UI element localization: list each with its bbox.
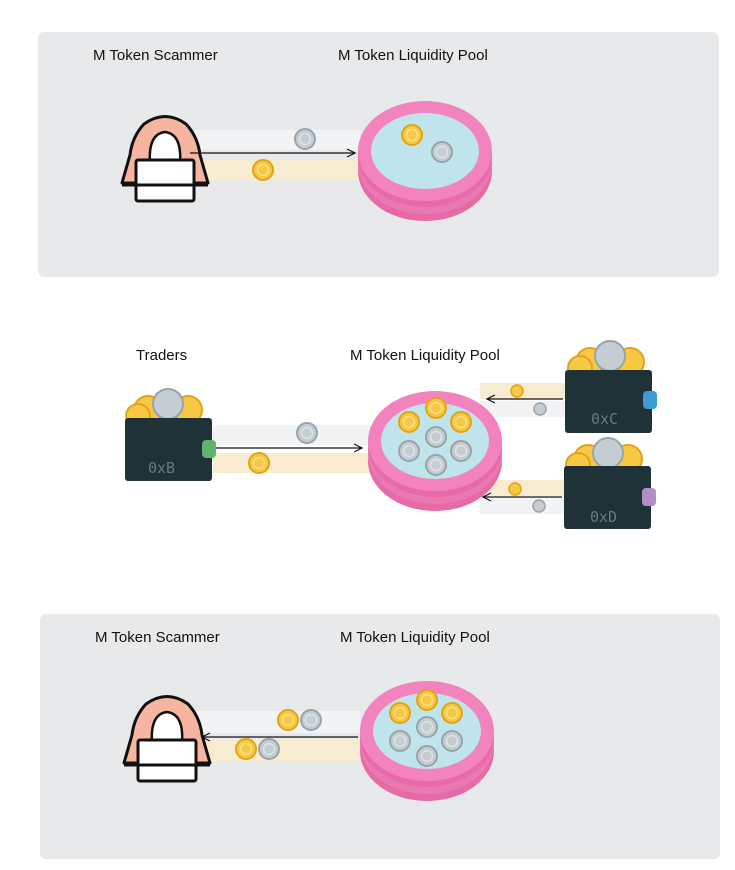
wallet-0xc: 0xC	[565, 340, 657, 433]
scene-3-pool-label: M Token Liquidity Pool	[340, 629, 490, 646]
scene-3-scammer-label: M Token Scammer	[95, 629, 220, 646]
scene-2-coin-silver-left	[296, 422, 318, 444]
scene-2-channel-top-right	[480, 383, 570, 417]
scene-2-channel-bottom-right	[480, 480, 570, 514]
scene-2-coin-gold-left	[248, 452, 270, 474]
scene-3-hacker-icon	[122, 695, 212, 783]
scene-2-pool-icon	[368, 391, 502, 511]
wallet-0xb-label: 0xB	[148, 459, 175, 477]
scene-2-channel-left	[213, 425, 373, 473]
scene-1-hacker-icon	[120, 115, 210, 203]
scene-3-pool-icon	[360, 681, 494, 801]
scene-1-channel	[195, 130, 360, 180]
wallet-0xd-label: 0xD	[590, 508, 617, 526]
scene-2-coin-silver-bottom-right	[532, 499, 546, 513]
scene-1-pool-label: M Token Liquidity Pool	[338, 47, 488, 64]
scene-2-coin-gold-bottom-right	[508, 482, 522, 496]
scene-2-traders-label: Traders	[136, 347, 188, 364]
wallet-0xd: 0xD	[564, 437, 656, 529]
scene-1-coin-silver	[294, 128, 316, 150]
wallet-0xb: 0xB	[125, 388, 216, 481]
scene-2-coin-gold-top-right	[510, 384, 524, 398]
scene-1-pool-icon	[358, 101, 492, 221]
scene-1-scammer-label: M Token Scammer	[93, 47, 218, 64]
scene-2-coin-silver-top-right	[533, 402, 547, 416]
scene-1-coin-gold	[252, 159, 274, 181]
wallet-0xc-label: 0xC	[591, 410, 618, 428]
scene-2-pool-label: M Token Liquidity Pool	[350, 347, 500, 364]
